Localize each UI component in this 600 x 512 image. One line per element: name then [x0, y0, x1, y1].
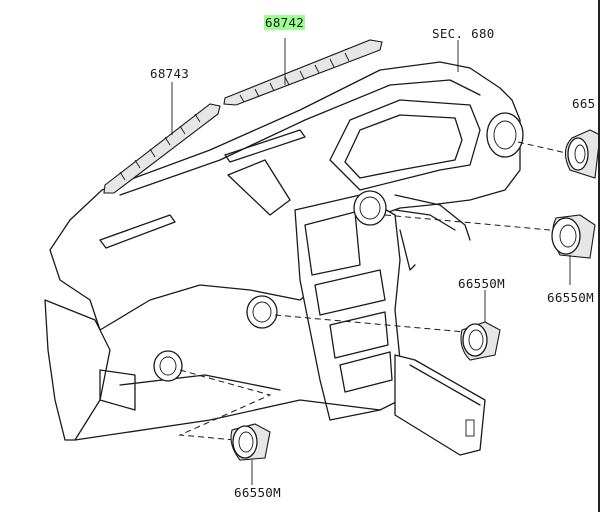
vent-68743-grille	[119, 113, 201, 181]
climate-panel	[329, 311, 389, 359]
right-vent-bezel	[486, 112, 524, 158]
center-vent-bezel	[353, 190, 387, 226]
steering-column	[394, 194, 471, 241]
front-slot-mid	[227, 159, 291, 216]
defroster-slot	[224, 129, 306, 163]
radio-unit	[304, 211, 361, 276]
leader-bottom	[178, 369, 272, 441]
lower-left-vent-bezel	[246, 295, 278, 329]
lower-vent-bezel	[153, 350, 183, 382]
label-68743: 68743	[150, 66, 190, 81]
lower-panel	[74, 399, 381, 441]
vent-68742	[223, 39, 383, 106]
frame-edge	[598, 0, 600, 512]
vent-part-bottom	[230, 423, 271, 485]
label-68742: 68742	[264, 15, 306, 30]
front-slot-left	[99, 214, 176, 249]
cluster-inner	[344, 114, 463, 179]
label-66550m-bottom: 66550M	[234, 485, 281, 500]
dashboard-top-outline	[49, 61, 521, 331]
vent-68742-grille	[239, 52, 350, 103]
vent-part-mid-left	[460, 290, 501, 361]
left-end-vent	[99, 369, 136, 411]
glove-box	[394, 354, 486, 456]
leader-mid-left	[274, 314, 466, 333]
label-66550m-mid-left: 66550M	[458, 276, 505, 291]
vent-part-right-mid	[551, 214, 596, 285]
label-66550m-right: 66550M	[547, 290, 594, 305]
center-panel	[314, 269, 386, 316]
leader-center	[384, 214, 551, 231]
label-665-top-right: 665	[572, 96, 596, 111]
console-slot	[339, 351, 393, 393]
dashboard-top-edge	[119, 79, 481, 196]
vent-68743	[103, 103, 221, 194]
vent-part-right-top	[564, 129, 600, 179]
label-sec-680: SEC. 680	[432, 26, 495, 41]
cluster-hood	[329, 99, 481, 191]
